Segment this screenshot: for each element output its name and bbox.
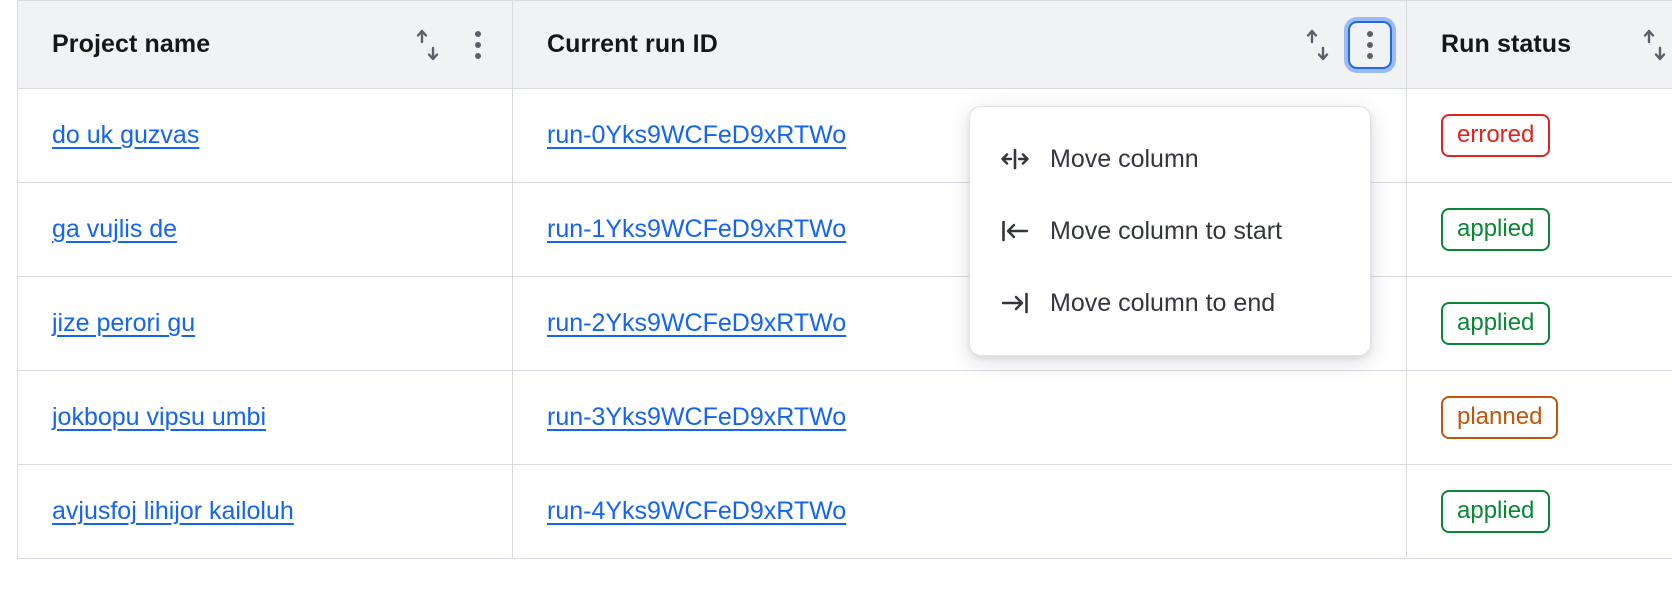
cell-project-name: jokbopu vipsu umbi (17, 370, 513, 465)
cell-run-status: errored (1406, 88, 1672, 183)
sort-updown-icon-button-current-run-id[interactable] (1298, 25, 1338, 65)
table-row: jokbopu vipsu umbi run-3Yks9WCFeD9xRTWo … (17, 370, 1672, 465)
table-header: Project name (17, 0, 1672, 89)
cell-current-run-id: run-3Yks9WCFeD9xRTWo (512, 370, 1407, 465)
project-name-link[interactable]: jokbopu vipsu umbi (52, 403, 267, 431)
status-badge: applied (1441, 302, 1551, 345)
column-header-label: Run status (1441, 30, 1572, 58)
sort-updown-icon-button-project-name[interactable] (408, 25, 448, 65)
run-id-link[interactable]: run-4Yks9WCFeD9xRTWo (547, 497, 847, 525)
move-column-to-start-icon (1000, 216, 1030, 246)
run-id-link[interactable]: run-0Yks9WCFeD9xRTWo (547, 121, 847, 149)
cell-project-name: do uk guzvas (17, 88, 513, 183)
cell-run-status: applied (1406, 276, 1672, 371)
sort-updown-icon (1643, 29, 1666, 60)
table-row: ga vujlis de run-1Yks9WCFeD9xRTWo applie… (17, 182, 1672, 277)
status-badge: errored (1441, 114, 1551, 157)
column-header-label: Current run ID (547, 30, 718, 58)
column-header-controls (1635, 25, 1672, 65)
table-row: jize perori gu run-2Yks9WCFeD9xRTWo appl… (17, 276, 1672, 371)
kebab-menu-icon (1367, 30, 1373, 59)
table-header-row: Project name (17, 0, 1672, 89)
cell-project-name: avjusfoj lihijor kailoluh (17, 464, 513, 559)
column-header-run-status[interactable]: Run status (1406, 0, 1672, 89)
run-id-link[interactable]: run-1Yks9WCFeD9xRTWo (547, 215, 847, 243)
column-header-controls (408, 25, 498, 65)
column-header-label: Project name (52, 30, 211, 58)
kebab-menu-icon-button-project-name[interactable] (458, 25, 498, 65)
kebab-menu-icon (475, 30, 481, 59)
menu-item-label: Move column (1050, 144, 1199, 173)
status-badge: applied (1441, 490, 1551, 533)
run-id-link[interactable]: run-2Yks9WCFeD9xRTWo (547, 309, 847, 337)
projects-table: Project name (17, 0, 1672, 559)
menu-item-move-column-to-start[interactable]: Move column to start (970, 195, 1370, 267)
move-column-icon (1000, 144, 1030, 174)
menu-item-label: Move column to end (1050, 288, 1276, 317)
run-id-link[interactable]: run-3Yks9WCFeD9xRTWo (547, 403, 847, 431)
table-row: do uk guzvas run-0Yks9WCFeD9xRTWo errore… (17, 88, 1672, 183)
status-badge: planned (1441, 396, 1559, 439)
cell-run-status: planned (1406, 370, 1672, 465)
column-header-controls (1298, 20, 1392, 69)
column-context-menu: Move column Move column to start Mov (969, 106, 1371, 356)
menu-item-label: Move column to start (1050, 216, 1283, 245)
kebab-menu-icon-button-current-run-id[interactable] (1348, 20, 1392, 69)
cell-run-status: applied (1406, 464, 1672, 559)
menu-item-move-column-to-end[interactable]: Move column to end (970, 267, 1370, 339)
column-header-current-run-id[interactable]: Current run ID (512, 0, 1407, 89)
project-name-link[interactable]: jize perori gu (52, 309, 196, 337)
cell-current-run-id: run-4Yks9WCFeD9xRTWo (512, 464, 1407, 559)
status-badge: applied (1441, 208, 1551, 251)
table-row: avjusfoj lihijor kailoluh run-4Yks9WCFeD… (17, 464, 1672, 559)
cell-project-name: ga vujlis de (17, 182, 513, 277)
cell-run-status: applied (1406, 182, 1672, 277)
table-body: do uk guzvas run-0Yks9WCFeD9xRTWo errore… (17, 88, 1672, 559)
project-name-link[interactable]: ga vujlis de (52, 215, 178, 243)
project-name-link[interactable]: avjusfoj lihijor kailoluh (52, 497, 294, 525)
sort-updown-icon (416, 29, 439, 60)
move-column-to-end-icon (1000, 288, 1030, 318)
cell-project-name: jize perori gu (17, 276, 513, 371)
project-name-link[interactable]: do uk guzvas (52, 121, 200, 149)
column-header-project-name[interactable]: Project name (17, 0, 513, 89)
menu-item-move-column[interactable]: Move column (970, 123, 1370, 195)
sort-updown-icon (1306, 29, 1329, 60)
sort-updown-icon-button-run-status[interactable] (1635, 25, 1672, 65)
